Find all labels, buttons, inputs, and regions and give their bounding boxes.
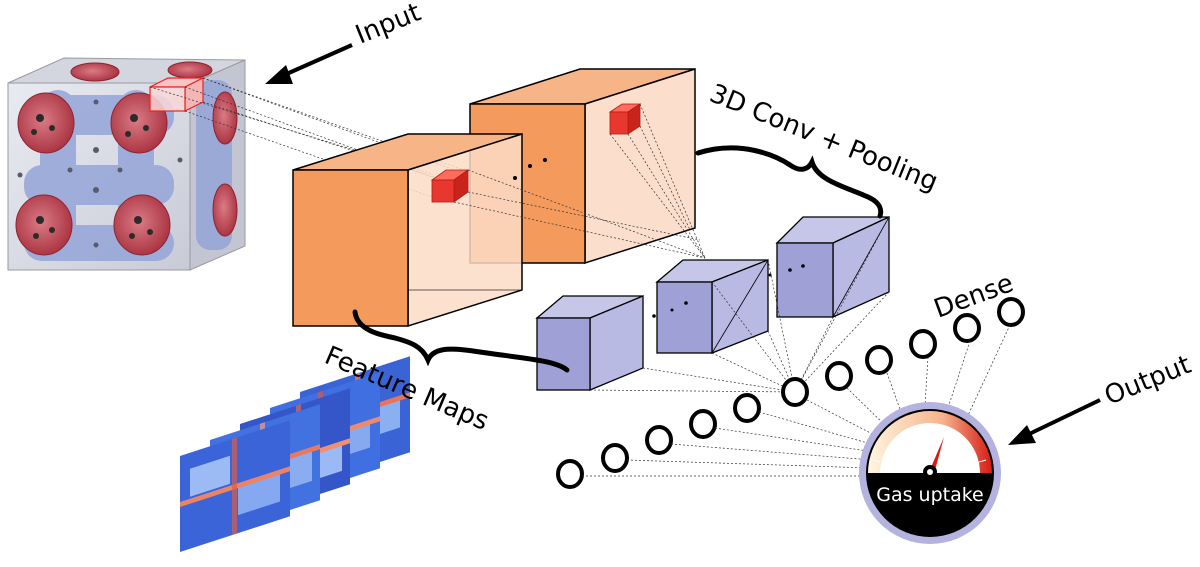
neuron <box>953 313 981 343</box>
feature-map-stack <box>180 356 410 552</box>
neuron <box>997 297 1025 327</box>
kernel-cube-2 <box>608 103 642 135</box>
arrows <box>265 43 1101 445</box>
output-arrow <box>1024 398 1101 438</box>
neuron <box>909 329 937 359</box>
gauge-label: Gas uptake <box>876 484 984 506</box>
feature-maps-brace <box>352 309 570 373</box>
feature-map-slice <box>180 420 290 552</box>
input-receptive-field <box>149 77 204 112</box>
conv-ellipsis-dots <box>513 158 547 180</box>
cage-spheres <box>15 61 238 256</box>
neuron <box>865 345 893 375</box>
conv-pooling-brace <box>695 145 884 219</box>
input-arrow <box>281 43 353 78</box>
pool-ellipsis-dots <box>652 264 805 318</box>
kernel-projection-lines <box>453 103 706 259</box>
pool-volume-3 <box>775 215 890 319</box>
pool-volume-2 <box>655 259 769 354</box>
input-label: Input <box>351 0 425 50</box>
output-label: Output <box>1100 350 1195 412</box>
neuron <box>781 377 809 407</box>
pool-to-dense-lines <box>589 216 890 393</box>
neuron <box>556 459 584 489</box>
output-arrowhead <box>1008 425 1036 445</box>
atoms <box>17 99 183 248</box>
conv-volume-1 <box>292 132 523 328</box>
input-arrowhead <box>265 65 293 84</box>
neuron <box>601 443 629 473</box>
neuron <box>733 393 761 423</box>
neuron <box>689 409 717 439</box>
neuron <box>825 361 853 391</box>
kernel-cube-1 <box>430 169 470 203</box>
pool-volume-1 <box>535 295 644 391</box>
input-structure-cube <box>7 57 246 271</box>
dense-neurons <box>556 297 1025 489</box>
neuron <box>645 425 673 455</box>
gauge-dial-icon <box>859 402 1001 544</box>
